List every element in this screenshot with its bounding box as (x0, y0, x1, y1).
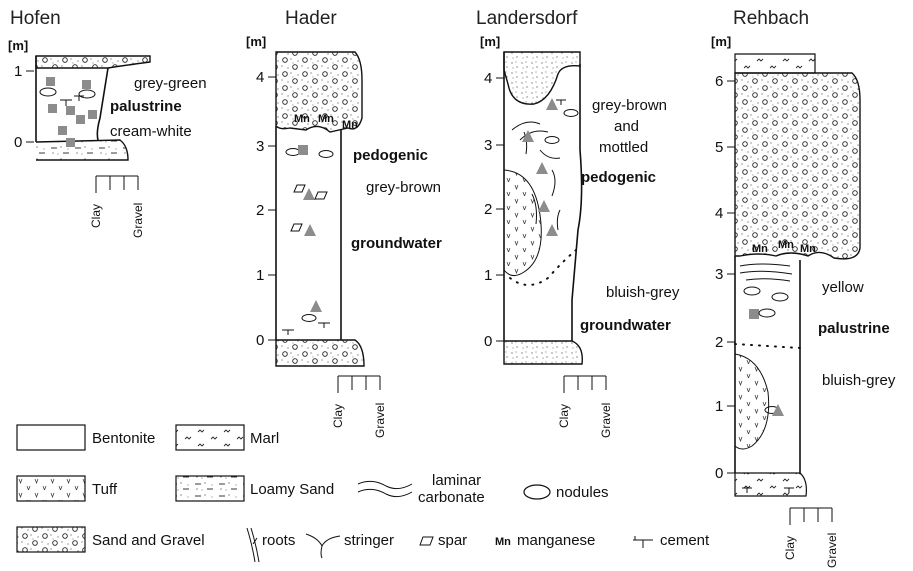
svg-text:Mn: Mn (752, 243, 768, 255)
svg-text:Marl: Marl (250, 430, 279, 447)
setting-label: groundwater (351, 235, 442, 252)
section-landersdorf: Landersdorf [m] 4 3 2 1 0 (476, 8, 680, 438)
depth-tick: 2 (256, 202, 264, 219)
depth-tick: 0 (14, 134, 22, 151)
depth-tick: 6 (715, 73, 723, 90)
scale-label-gravel: Gravel (131, 203, 145, 238)
scale-label-clay: Clay (557, 404, 571, 428)
color-label: grey-brown (592, 97, 667, 114)
svg-text:Mn: Mn (294, 113, 310, 125)
grain-scale: Clay Gravel (331, 376, 387, 438)
depth-tick: 0 (256, 332, 264, 349)
depth-tick: 3 (256, 138, 264, 155)
color-label: bluish-grey (822, 372, 896, 389)
svg-text:Bentonite: Bentonite (92, 430, 155, 447)
legend-item-stringer: stringer (306, 532, 394, 558)
hader-symbols (282, 145, 333, 335)
axis-unit: [m] (246, 34, 266, 49)
scale-label-gravel: Gravel (373, 403, 387, 438)
legend-item-bentonite: Bentonite (17, 425, 155, 450)
svg-text:Loamy Sand: Loamy Sand (250, 481, 334, 498)
color-label: grey-green (134, 75, 207, 92)
grain-scale: Clay Gravel (557, 376, 613, 438)
depth-tick: 4 (256, 69, 264, 86)
svg-text:Mn: Mn (778, 239, 794, 251)
scale-label-clay: Clay (89, 204, 103, 228)
svg-text:cement: cement (660, 532, 710, 549)
depth-tick: 1 (484, 267, 492, 284)
scale-label-gravel: Gravel (825, 533, 839, 568)
svg-text:laminar: laminar (432, 472, 481, 489)
legend-item-spar: spar (420, 532, 467, 549)
color-label: and (614, 118, 639, 135)
legend-item-cement: cement (633, 532, 710, 549)
depth-tick: 1 (14, 63, 22, 80)
depth-tick: 5 (715, 139, 723, 156)
depth-tick: 2 (715, 334, 723, 351)
depth-tick: 2 (484, 201, 492, 218)
color-label: grey-brown (366, 179, 441, 196)
scale-label-gravel: Gravel (599, 403, 613, 438)
setting-label: groundwater (580, 317, 671, 334)
legend-item-tuff: Tuff (17, 476, 118, 501)
depth-tick: 1 (715, 398, 723, 415)
setting-label: palustrine (818, 320, 890, 337)
scale-label-clay: Clay (331, 404, 345, 428)
depth-tick: 3 (715, 266, 723, 283)
legend-item-nodules: nodules (524, 484, 609, 501)
svg-text:Mn: Mn (342, 119, 358, 131)
section-title: Hader (285, 8, 337, 29)
svg-text:Mn: Mn (318, 113, 334, 125)
svg-text:Mn: Mn (495, 536, 511, 548)
setting-label: palustrine (110, 98, 182, 115)
svg-text:Tuff: Tuff (92, 481, 118, 498)
legend-item-manganese: Mn manganese (495, 532, 595, 549)
axis-unit: [m] (480, 34, 500, 49)
section-rehbach: Rehbach [m] 6 5 4 3 2 1 0 Mn Mn Mn (711, 8, 896, 568)
depth-tick: 4 (715, 205, 723, 222)
grain-scale: Clay Gravel (783, 508, 839, 568)
setting-label: pedogenic (353, 147, 428, 164)
legend: Bentonite Marl Tuff Loamy Sand laminar c… (17, 425, 710, 562)
scale-label-clay: Clay (783, 536, 797, 560)
setting-label: pedogenic (581, 169, 656, 186)
section-title: Landersdorf (476, 8, 578, 29)
legend-item-laminar-carbonate: laminar carbonate (358, 472, 485, 506)
svg-text:carbonate: carbonate (418, 489, 485, 506)
section-hader: Hader [m] 4 3 2 1 0 Mn Mn Mn (246, 8, 442, 438)
depth-tick: 3 (484, 137, 492, 154)
svg-text:nodules: nodules (556, 484, 609, 501)
legend-item-marl: Marl (176, 425, 279, 450)
svg-text:Sand and Gravel: Sand and Gravel (92, 532, 205, 549)
svg-text:spar: spar (438, 532, 467, 549)
color-label: yellow (822, 279, 864, 296)
section-title: Hofen (10, 8, 61, 29)
legend-item-loamy-sand: Loamy Sand (176, 476, 334, 501)
depth-tick: 4 (484, 70, 492, 87)
svg-text:stringer: stringer (344, 532, 394, 549)
grain-scale: Clay Gravel (89, 176, 145, 238)
axis-unit: [m] (8, 38, 28, 53)
hofen-symbols (40, 77, 97, 147)
axis-unit: [m] (711, 34, 731, 49)
color-label: bluish-grey (606, 284, 680, 301)
svg-text:manganese: manganese (517, 532, 595, 549)
section-title: Rehbach (733, 8, 809, 29)
color-label: cream-white (110, 123, 192, 140)
depth-tick: 1 (256, 267, 264, 284)
svg-text:Mn: Mn (800, 243, 816, 255)
color-label: mottled (599, 139, 648, 156)
depth-tick: 0 (715, 465, 723, 482)
section-hofen: Hofen [m] 1 0 grey-green palustrine c (8, 8, 207, 238)
legend-item-roots: roots (247, 528, 295, 562)
svg-text:roots: roots (262, 532, 295, 549)
legend-item-sand-gravel: Sand and Gravel (17, 527, 205, 552)
depth-tick: 0 (484, 333, 492, 350)
